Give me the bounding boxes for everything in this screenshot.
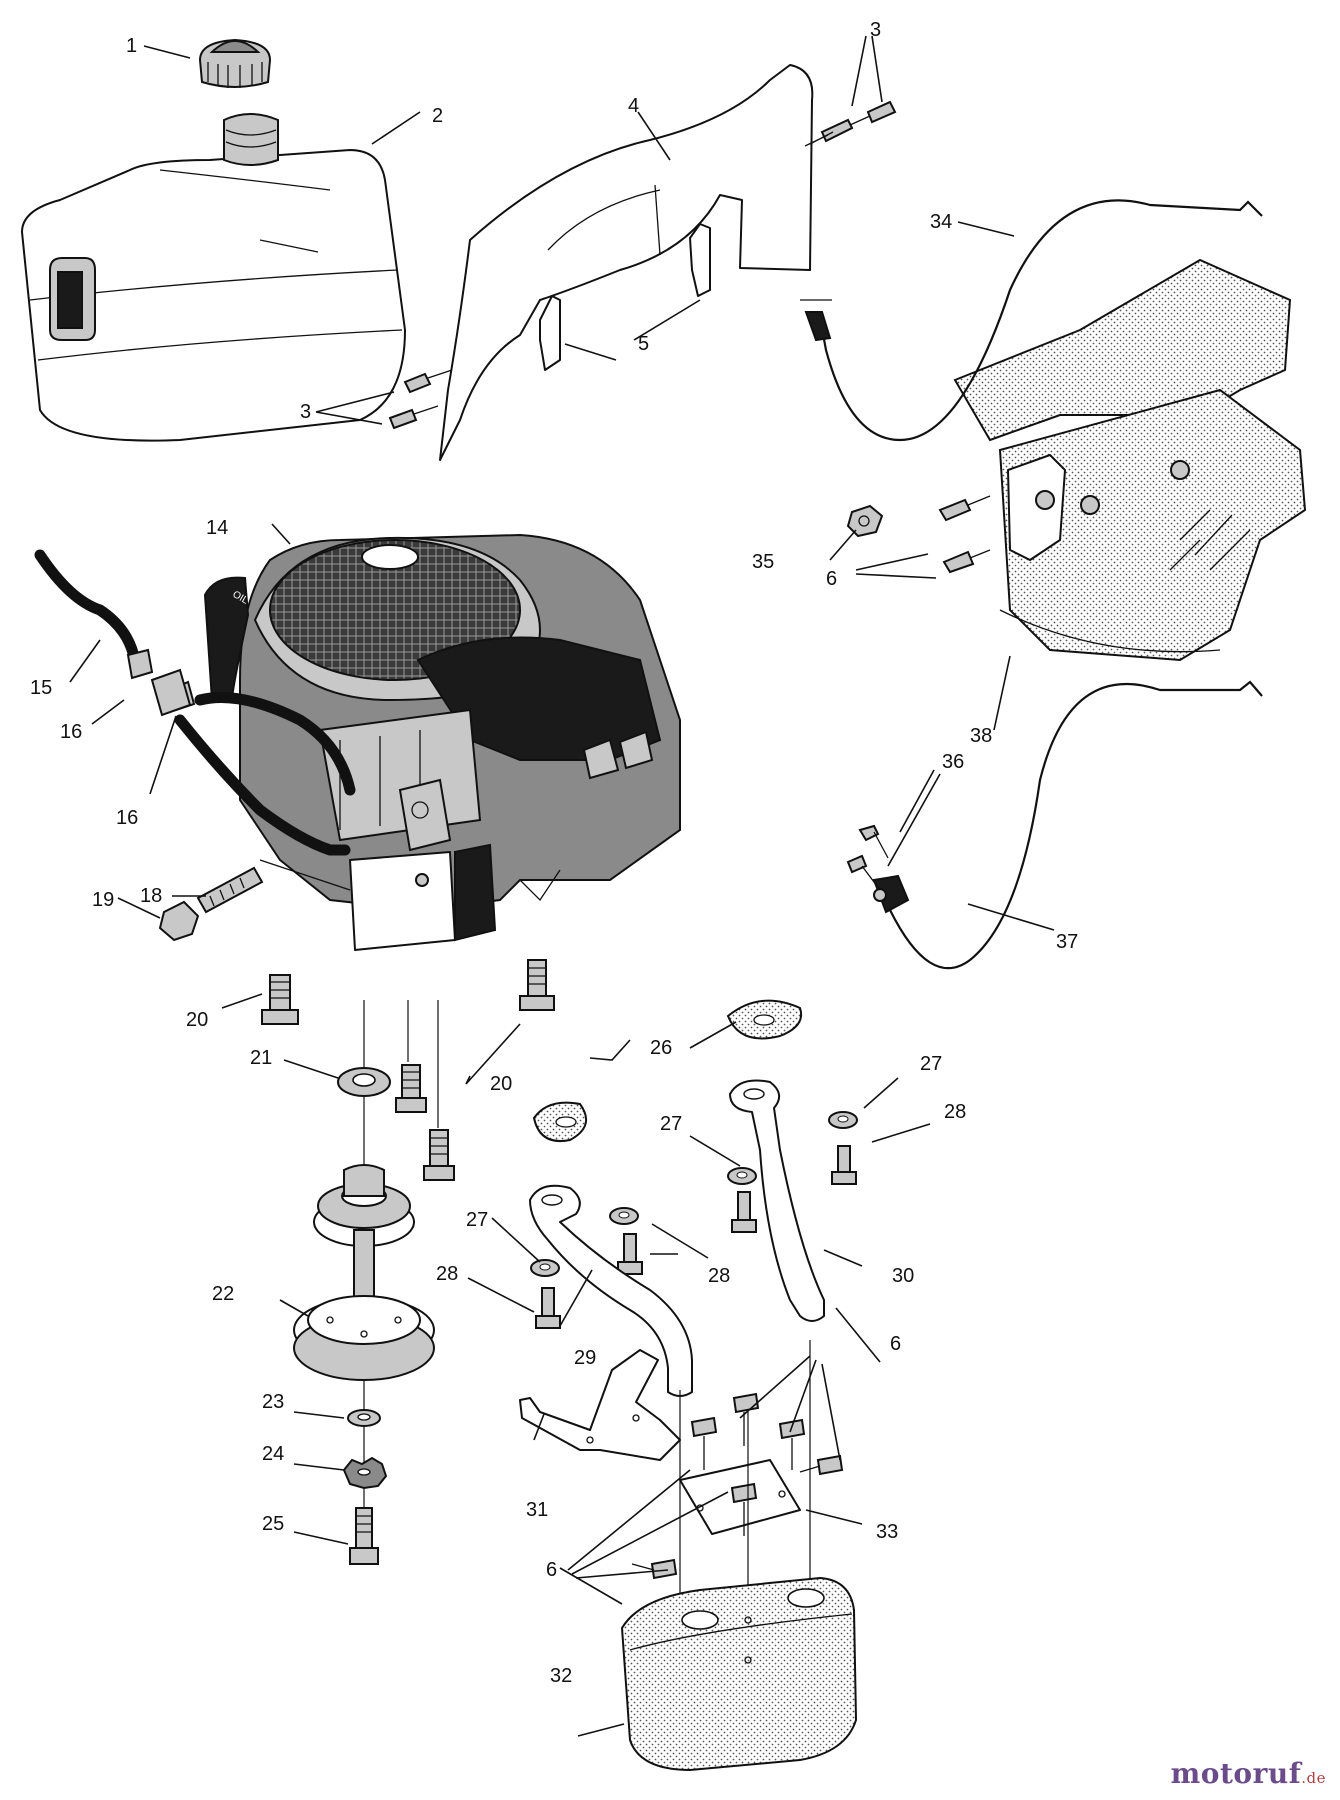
mount-screw <box>732 1392 760 1446</box>
callout-label: 15 <box>30 677 52 699</box>
hose-clamp <box>126 648 154 680</box>
engine: OIL <box>203 533 681 951</box>
muffler-heat-guard <box>953 258 1307 662</box>
choke-cable <box>872 680 1263 970</box>
watermark-brand: motoruf <box>1170 1757 1302 1790</box>
throttle-cable <box>800 199 1263 442</box>
fuel-filter <box>150 668 192 717</box>
callout-label: 28 <box>708 1265 730 1287</box>
cable-nut <box>846 504 884 538</box>
callout-label: 3 <box>300 401 311 423</box>
callout-label: 32 <box>550 1665 572 1687</box>
callout-label: 27 <box>920 1053 942 1075</box>
callout-label: 23 <box>262 1391 284 1413</box>
callout-label: 6 <box>890 1333 901 1355</box>
engine-bolt <box>519 959 555 1011</box>
pulley-bolt <box>349 1507 379 1565</box>
callout-label: 6 <box>826 568 837 590</box>
mount-screw <box>690 1416 718 1470</box>
engine-bolt <box>261 974 299 1025</box>
callout-label: 29 <box>574 1347 596 1369</box>
callout-label: 6 <box>546 1559 557 1581</box>
engine-bolt <box>395 1064 427 1113</box>
callout-label: 25 <box>262 1513 284 1535</box>
mount-screw <box>730 1482 758 1536</box>
site-watermark: motoruf.de <box>1171 1757 1326 1790</box>
drain-cap <box>158 900 200 942</box>
exhaust-pipe-right <box>729 1079 825 1322</box>
exhaust-gasket <box>726 999 802 1040</box>
exhaust-gasket <box>532 1101 588 1142</box>
callout-label: 1 <box>126 35 137 57</box>
leader-lines <box>69 35 1055 1737</box>
exhaust-bolt <box>535 1287 561 1329</box>
callout-label: 5 <box>638 333 649 355</box>
shield-screw <box>849 100 897 126</box>
muffler-bracket <box>519 1349 681 1461</box>
callout-label: 16 <box>60 721 82 743</box>
heat-shield <box>439 64 814 461</box>
muffler <box>620 1576 858 1772</box>
shield-screw <box>388 405 439 430</box>
callout-label: 31 <box>526 1499 548 1521</box>
callout-label: 27 <box>466 1209 488 1231</box>
exhaust-washer <box>828 1111 858 1129</box>
callout-label: 26 <box>650 1037 672 1059</box>
callout-label: 22 <box>212 1283 234 1305</box>
spacer-washer <box>337 1067 391 1097</box>
callout-label: 19 <box>92 889 114 911</box>
drive-pulley <box>293 1229 435 1381</box>
exhaust-washer <box>609 1207 639 1225</box>
callout-label: 2 <box>432 105 443 127</box>
shield-screw <box>804 118 854 147</box>
callout-label: 33 <box>876 1521 898 1543</box>
mount-screw <box>799 1454 844 1476</box>
exhaust-bolt <box>617 1233 643 1275</box>
upper-pulley <box>313 1164 415 1247</box>
drain-extension <box>196 866 264 914</box>
callout-label: 4 <box>628 95 639 117</box>
heat-shield-bracket-right <box>689 223 711 297</box>
exhaust-washer <box>530 1259 560 1277</box>
callout-label: 20 <box>490 1073 512 1095</box>
fuel-tank <box>21 113 406 442</box>
callout-label: 36 <box>942 751 964 773</box>
callout-label: 37 <box>1056 931 1078 953</box>
flat-washer <box>347 1409 381 1427</box>
guard-screw <box>938 495 991 522</box>
exhaust-pipe-left <box>529 1184 693 1397</box>
callout-label: 20 <box>186 1009 208 1031</box>
callout-label: 24 <box>262 1443 284 1465</box>
callout-label: 28 <box>944 1101 966 1123</box>
callout-label: 27 <box>660 1113 682 1135</box>
callout-label: 16 <box>116 807 138 829</box>
mount-screw <box>631 1558 678 1580</box>
fuel-cap <box>198 38 272 88</box>
exhaust-bolt <box>831 1145 857 1185</box>
callout-label: 21 <box>250 1047 272 1069</box>
lock-washer <box>342 1456 388 1490</box>
guard-screw <box>942 549 991 574</box>
shield-screw <box>403 369 453 394</box>
engine-bolt <box>423 1129 455 1181</box>
callout-label: 34 <box>930 211 952 233</box>
fuel-hose <box>34 549 356 856</box>
callout-label: 18 <box>140 885 162 907</box>
callout-label: 14 <box>206 517 228 539</box>
callout-labels: 1 2 3 3 4 5 6 6 6 14 15 16 16 18 19 20 2… <box>30 19 1078 1687</box>
callout-label: 3 <box>870 19 881 41</box>
callout-label: 38 <box>970 725 992 747</box>
choke-cable-screw <box>846 854 881 891</box>
heat-shield-bracket-left <box>539 295 561 371</box>
exhaust-washer <box>727 1167 757 1185</box>
callout-label: 35 <box>752 551 774 573</box>
exhaust-bolt <box>731 1191 757 1233</box>
callout-label: 30 <box>892 1265 914 1287</box>
watermark-tld: .de <box>1301 1769 1326 1787</box>
callout-label: 28 <box>436 1263 458 1285</box>
choke-cable-screw <box>858 824 889 859</box>
